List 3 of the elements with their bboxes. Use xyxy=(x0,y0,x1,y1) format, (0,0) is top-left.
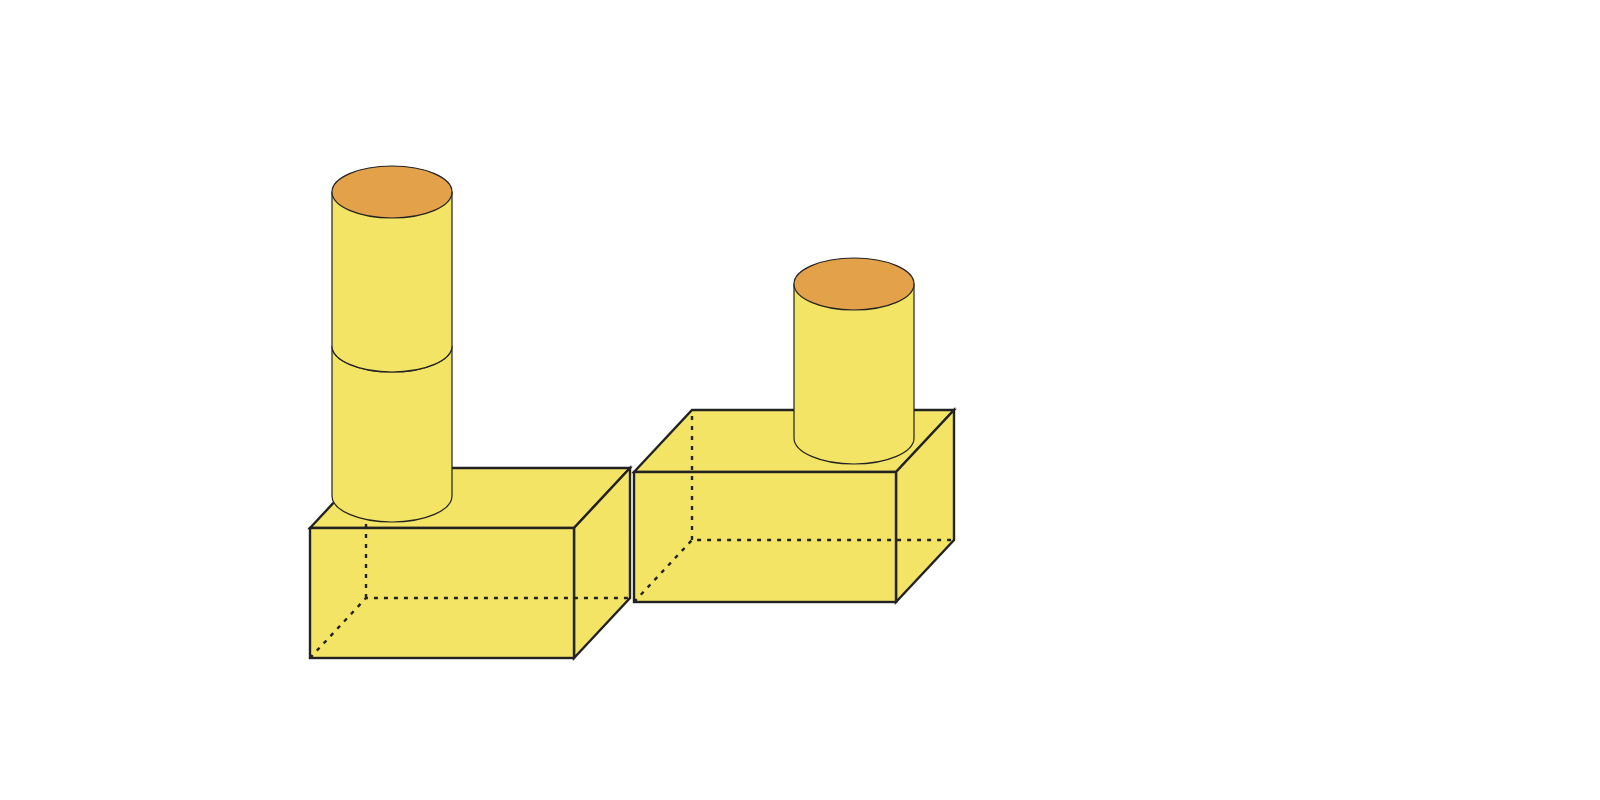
cylinder-drawing xyxy=(793,257,915,465)
cylinder-drawing xyxy=(331,165,453,373)
cylinder-drawing xyxy=(331,345,453,523)
